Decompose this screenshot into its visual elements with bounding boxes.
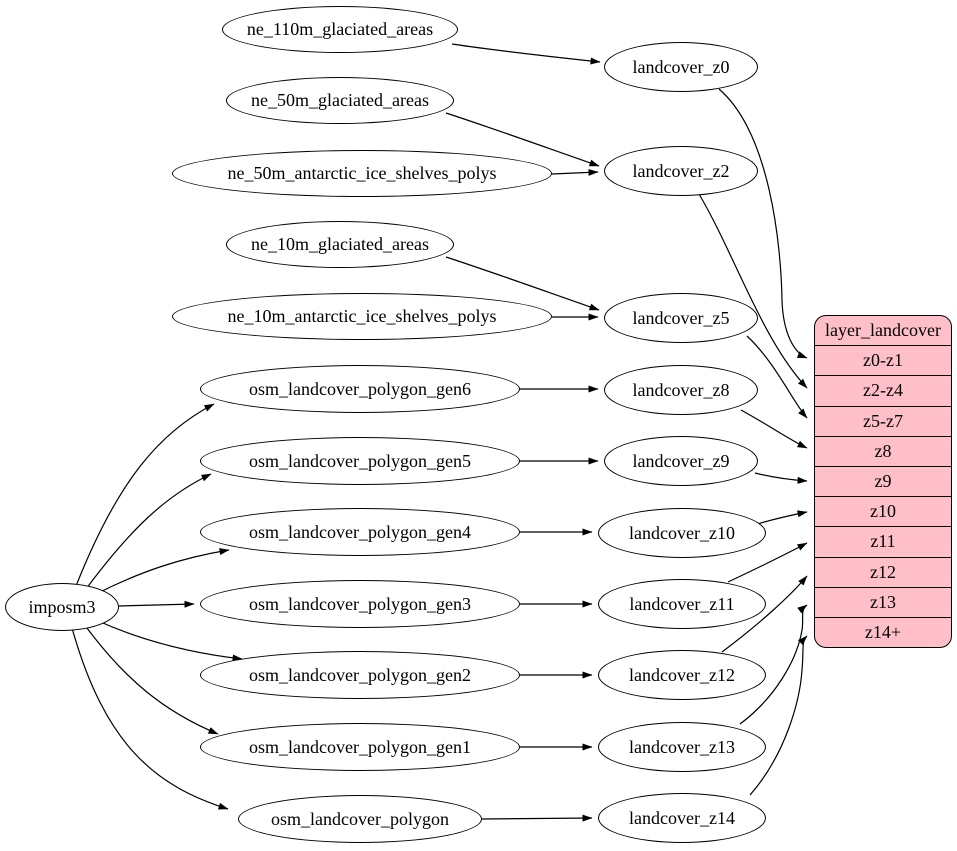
node-landcover_z13: landcover_z13 (598, 722, 766, 772)
node-osm_landcover_polygon_gen4: osm_landcover_polygon_gen4 (200, 508, 520, 556)
edge-landcover_z8-to-row-z8 (740, 409, 808, 449)
edge-ne_10m_glaciated_areas-to-landcover_z5 (445, 256, 600, 311)
node-landcover_z2: landcover_z2 (604, 146, 758, 196)
node-landcover_z11: landcover_z11 (598, 579, 766, 629)
record-row-z5-z7: z5-z7 (815, 405, 951, 436)
node-osm_landcover_polygon_gen6: osm_landcover_polygon_gen6 (200, 365, 520, 413)
node-landcover_z0: landcover_z0 (604, 42, 758, 92)
edge-landcover_z2-to-row-z2-z4 (698, 193, 808, 389)
edge-ne_110m_glaciated_areas-to-landcover_z0 (451, 43, 601, 65)
edge-imposm3-to-osm_landcover_polygon_gen1 (83, 623, 219, 735)
layer-record: layer_landcover z0-z1 z2-z4 z5-z7 z8 z9 … (814, 315, 952, 648)
node-landcover_z8: landcover_z8 (604, 365, 758, 415)
edge-imposm3-to-osm_landcover_polygon (71, 627, 229, 810)
node-osm_landcover_polygon_gen1: osm_landcover_polygon_gen1 (200, 723, 520, 771)
edge-landcover_z0-to-row-z0-z1 (718, 88, 808, 359)
node-ne_50m_antarctic_ice_shelves_polys: ne_50m_antarctic_ice_shelves_polys (172, 150, 552, 197)
edge-landcover_z13-to-row-z13 (739, 604, 808, 725)
record-row-z10: z10 (815, 496, 951, 526)
edge-ne_50m_antarctic_ice_shelves_polys-to-landcover_z2 (551, 168, 599, 176)
edge-imposm3-to-osm_landcover_polygon_gen4 (97, 548, 230, 594)
edge-imposm3-to-osm_landcover_polygon_gen2 (95, 619, 243, 662)
record-row-z13: z13 (815, 586, 951, 617)
edge-landcover_z14-to-row-z14plus (749, 635, 808, 796)
node-landcover_z10: landcover_z10 (598, 508, 766, 558)
node-imposm3: imposm3 (5, 583, 119, 631)
node-landcover_z12: landcover_z12 (598, 650, 766, 700)
node-landcover_z5: landcover_z5 (604, 293, 758, 343)
edge-landcover_z10-to-row-z10 (756, 510, 808, 525)
record-row-z9: z9 (815, 465, 951, 496)
record-row-z11: z11 (815, 526, 951, 556)
node-ne_110m_glaciated_areas: ne_110m_glaciated_areas (222, 6, 458, 53)
record-row-z2-z4: z2-z4 (815, 375, 951, 405)
node-ne_10m_glaciated_areas: ne_10m_glaciated_areas (226, 221, 454, 268)
edge-imposm3-to-osm_landcover_polygon_gen3 (118, 600, 195, 608)
edge-imposm3-to-osm_landcover_polygon_gen5 (85, 473, 212, 590)
node-landcover_z9: landcover_z9 (604, 436, 758, 486)
node-ne_50m_glaciated_areas: ne_50m_glaciated_areas (226, 77, 454, 124)
edge-landcover_z5-to-row-z5-z7 (746, 335, 808, 419)
record-title: layer_landcover (825, 320, 941, 341)
node-osm_landcover_polygon_gen3: osm_landcover_polygon_gen3 (200, 580, 520, 628)
record-row-z14plus: z14+ (815, 616, 951, 647)
node-landcover_z14: landcover_z14 (598, 793, 766, 843)
node-osm_landcover_polygon: osm_landcover_polygon (238, 795, 482, 843)
edge-landcover_z9-to-row-z9 (754, 472, 808, 484)
edge-osm_landcover_polygon-to-landcover_z14 (481, 814, 593, 822)
record-row-z12: z12 (815, 556, 951, 587)
node-ne_10m_antarctic_ice_shelves_polys: ne_10m_antarctic_ice_shelves_polys (172, 293, 552, 340)
edge-landcover_z12-to-row-z12 (721, 575, 808, 653)
node-osm_landcover_polygon_gen2: osm_landcover_polygon_gen2 (200, 651, 520, 699)
record-row-z8: z8 (815, 435, 951, 466)
record-row-z0-z1: z0-z1 (815, 345, 951, 375)
node-osm_landcover_polygon_gen5: osm_landcover_polygon_gen5 (200, 437, 520, 485)
edge-ne_50m_glaciated_areas-to-landcover_z2 (445, 112, 600, 167)
edge-imposm3-to-osm_landcover_polygon_gen6 (75, 403, 215, 587)
edge-landcover_z11-to-row-z11 (727, 542, 808, 583)
